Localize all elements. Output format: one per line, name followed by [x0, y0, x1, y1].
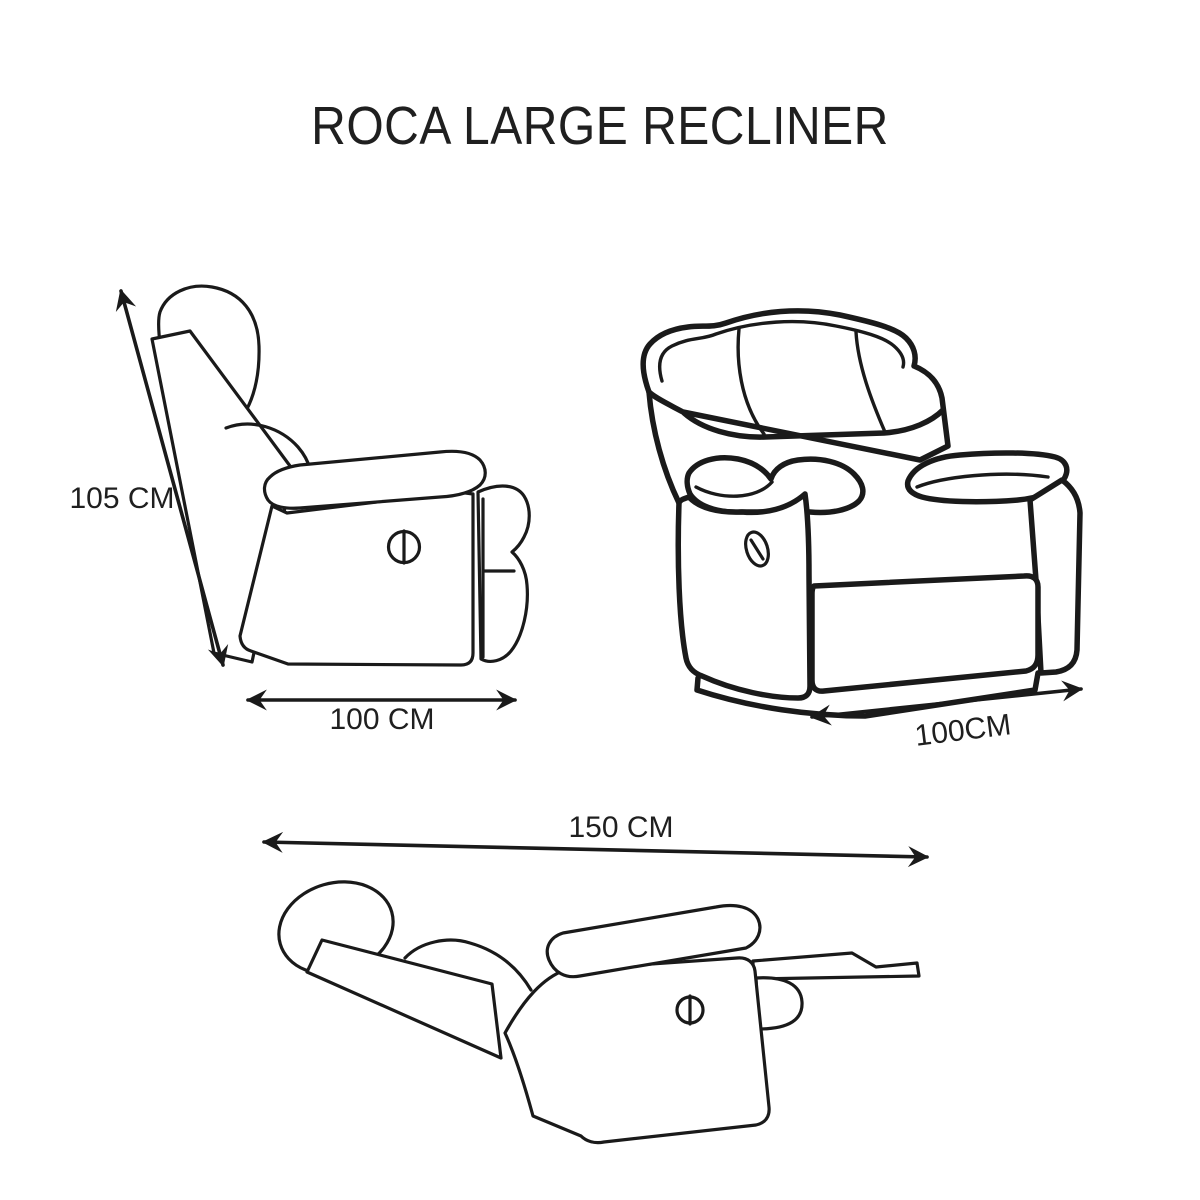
page-title: ROCA LARGE RECLINER — [311, 97, 889, 157]
seat-seam — [681, 407, 946, 440]
seat-front-panel — [809, 573, 1041, 694]
footrest-outline — [476, 484, 531, 663]
headrest-roll-seam — [658, 319, 906, 383]
reclined-view-drawing — [277, 880, 921, 1145]
left-front-panel — [675, 491, 813, 701]
footrest-outline — [751, 951, 921, 981]
right-side-panel — [1027, 477, 1083, 676]
backrest-seam-right — [854, 330, 887, 434]
chair-body-outline — [238, 490, 475, 667]
depth-dimension-label: 100 CM — [329, 703, 434, 736]
left-side-edge — [646, 389, 682, 506]
right-armrest-seam — [915, 472, 1050, 489]
backrest-outline — [305, 938, 503, 1060]
length-dimension-arrow — [261, 831, 930, 868]
recline-button-icon — [744, 530, 770, 568]
armrest-outline — [545, 903, 762, 979]
width-dimension-label: 100CM — [913, 708, 1013, 753]
seat-cushion-outline — [224, 422, 312, 471]
chair-body-outline — [503, 956, 771, 1145]
left-armrest-seam — [694, 480, 774, 498]
backrest-seam-left — [736, 327, 766, 436]
recline-button-slot — [749, 538, 765, 561]
front-view-drawing — [640, 308, 1083, 719]
backrest-outline — [640, 308, 951, 463]
length-dimension-label: 150 CM — [568, 811, 673, 844]
height-dimension-arrow — [115, 288, 229, 668]
seat-cushion-outline — [403, 938, 533, 992]
height-dimension-label: 105 CM — [69, 482, 174, 515]
leg-pad-outline — [754, 976, 804, 1031]
armrest-outline — [262, 449, 487, 510]
left-armrest-outline — [684, 455, 866, 516]
width-dimension-arrow — [809, 680, 1084, 726]
